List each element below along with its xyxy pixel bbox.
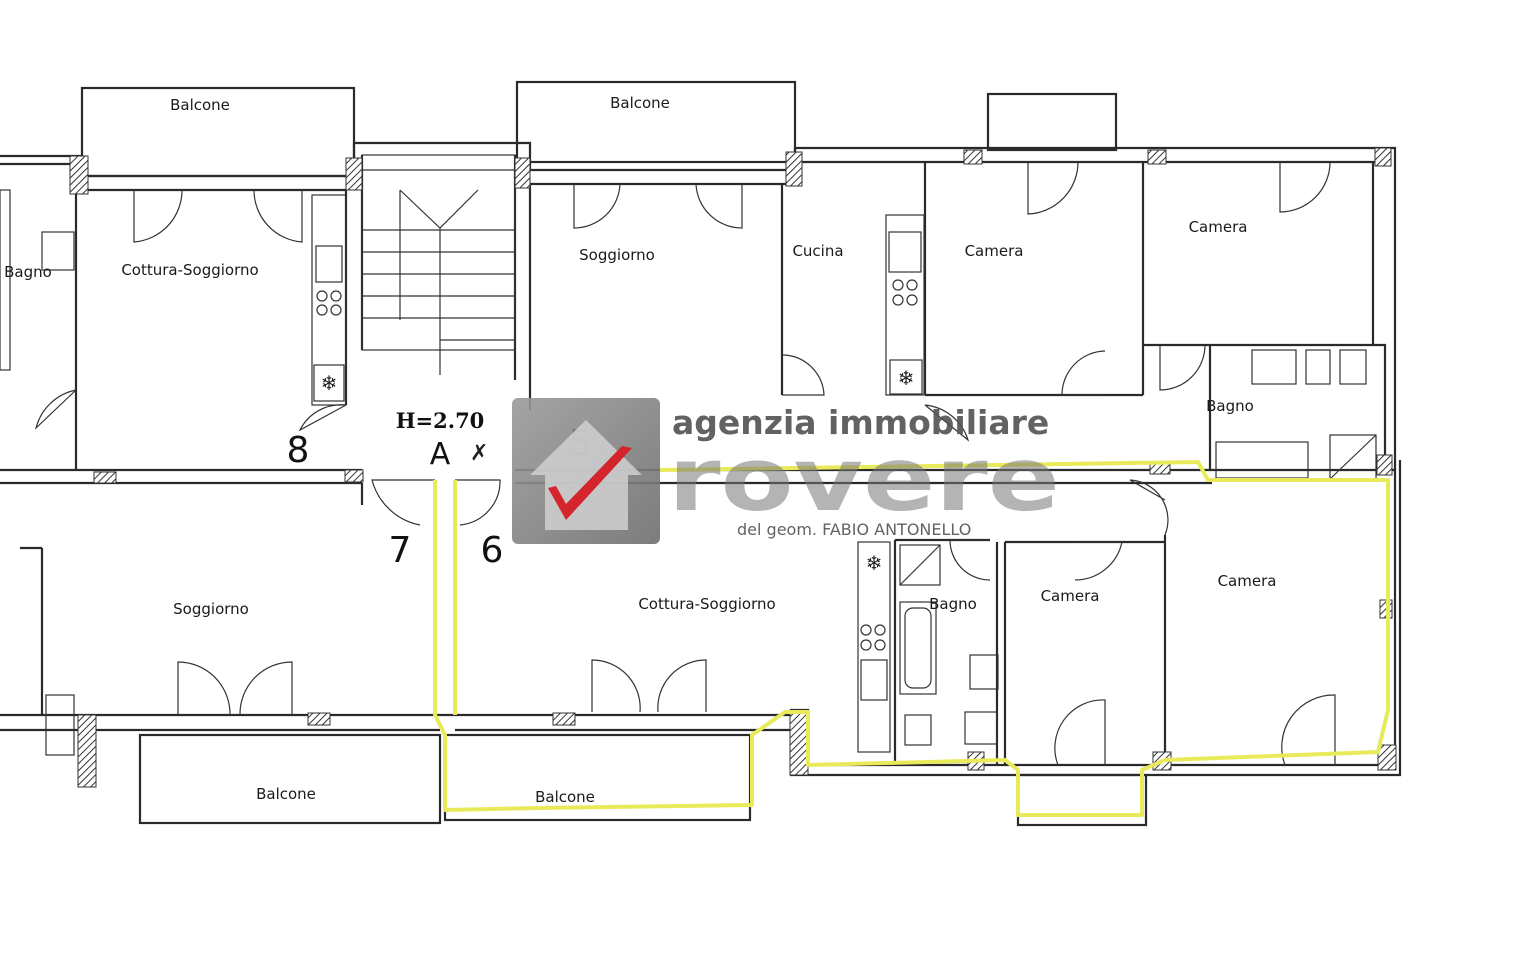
- unit-number-8: 8: [287, 430, 310, 471]
- svg-text:❄: ❄: [866, 551, 883, 575]
- ceiling-height-label: H=2.70: [396, 408, 485, 433]
- room-label-soggiorno: Soggiorno: [173, 600, 249, 618]
- unit-number-7: 7: [389, 530, 412, 571]
- room-label-cottura-soggiorno: Cottura-Soggiorno: [121, 261, 258, 279]
- doors-top: [34, 161, 1331, 442]
- agency-watermark: agenzia immobiliare rovere del geom. FAB…: [512, 398, 1060, 544]
- room-label-camera: Camera: [1189, 218, 1248, 236]
- room-label-cottura-soggiorno: Cottura-Soggiorno: [638, 595, 775, 613]
- kitchen-fixtures-top: ❄ ❄: [311, 194, 1377, 480]
- room-label-soggiorno: Soggiorno: [579, 246, 655, 264]
- watermark-subtitle: del geom. FABIO ANTONELLO: [737, 520, 971, 539]
- fixtures-bottom: ❄: [0, 189, 999, 756]
- checkmark-icon: [548, 446, 632, 520]
- watermark-title: agenzia immobiliare: [672, 403, 1049, 442]
- room-label-balcone: Balcone: [610, 94, 670, 112]
- room-label-cucina: Cucina: [792, 242, 843, 260]
- room-label-bagno: Bagno: [4, 263, 52, 281]
- svg-text:❄: ❄: [321, 371, 338, 395]
- svg-text:❄: ❄: [898, 366, 915, 390]
- apartment-highlight: [433, 460, 1390, 817]
- room-label-camera: Camera: [965, 242, 1024, 260]
- room-label-bagno: Bagno: [1206, 397, 1254, 415]
- stair-steps: [362, 169, 515, 341]
- room-label-balcone: Balcone: [170, 96, 230, 114]
- room-labels: Balcone Balcone Bagno Cottura-Soggiorno …: [4, 94, 1276, 806]
- doors-bottom: [177, 479, 1336, 766]
- room-label-balcone: Balcone: [256, 785, 316, 803]
- stair-label: A: [430, 437, 451, 472]
- room-label-camera: Camera: [1041, 587, 1100, 605]
- room-label-bagno: Bagno: [929, 595, 977, 613]
- watermark-brand: rovere: [668, 428, 1060, 531]
- room-label-camera: Camera: [1218, 572, 1277, 590]
- unit-number-6: 6: [481, 530, 504, 571]
- room-label-balcone: Balcone: [535, 788, 595, 806]
- compass-mark: ✗: [470, 441, 488, 466]
